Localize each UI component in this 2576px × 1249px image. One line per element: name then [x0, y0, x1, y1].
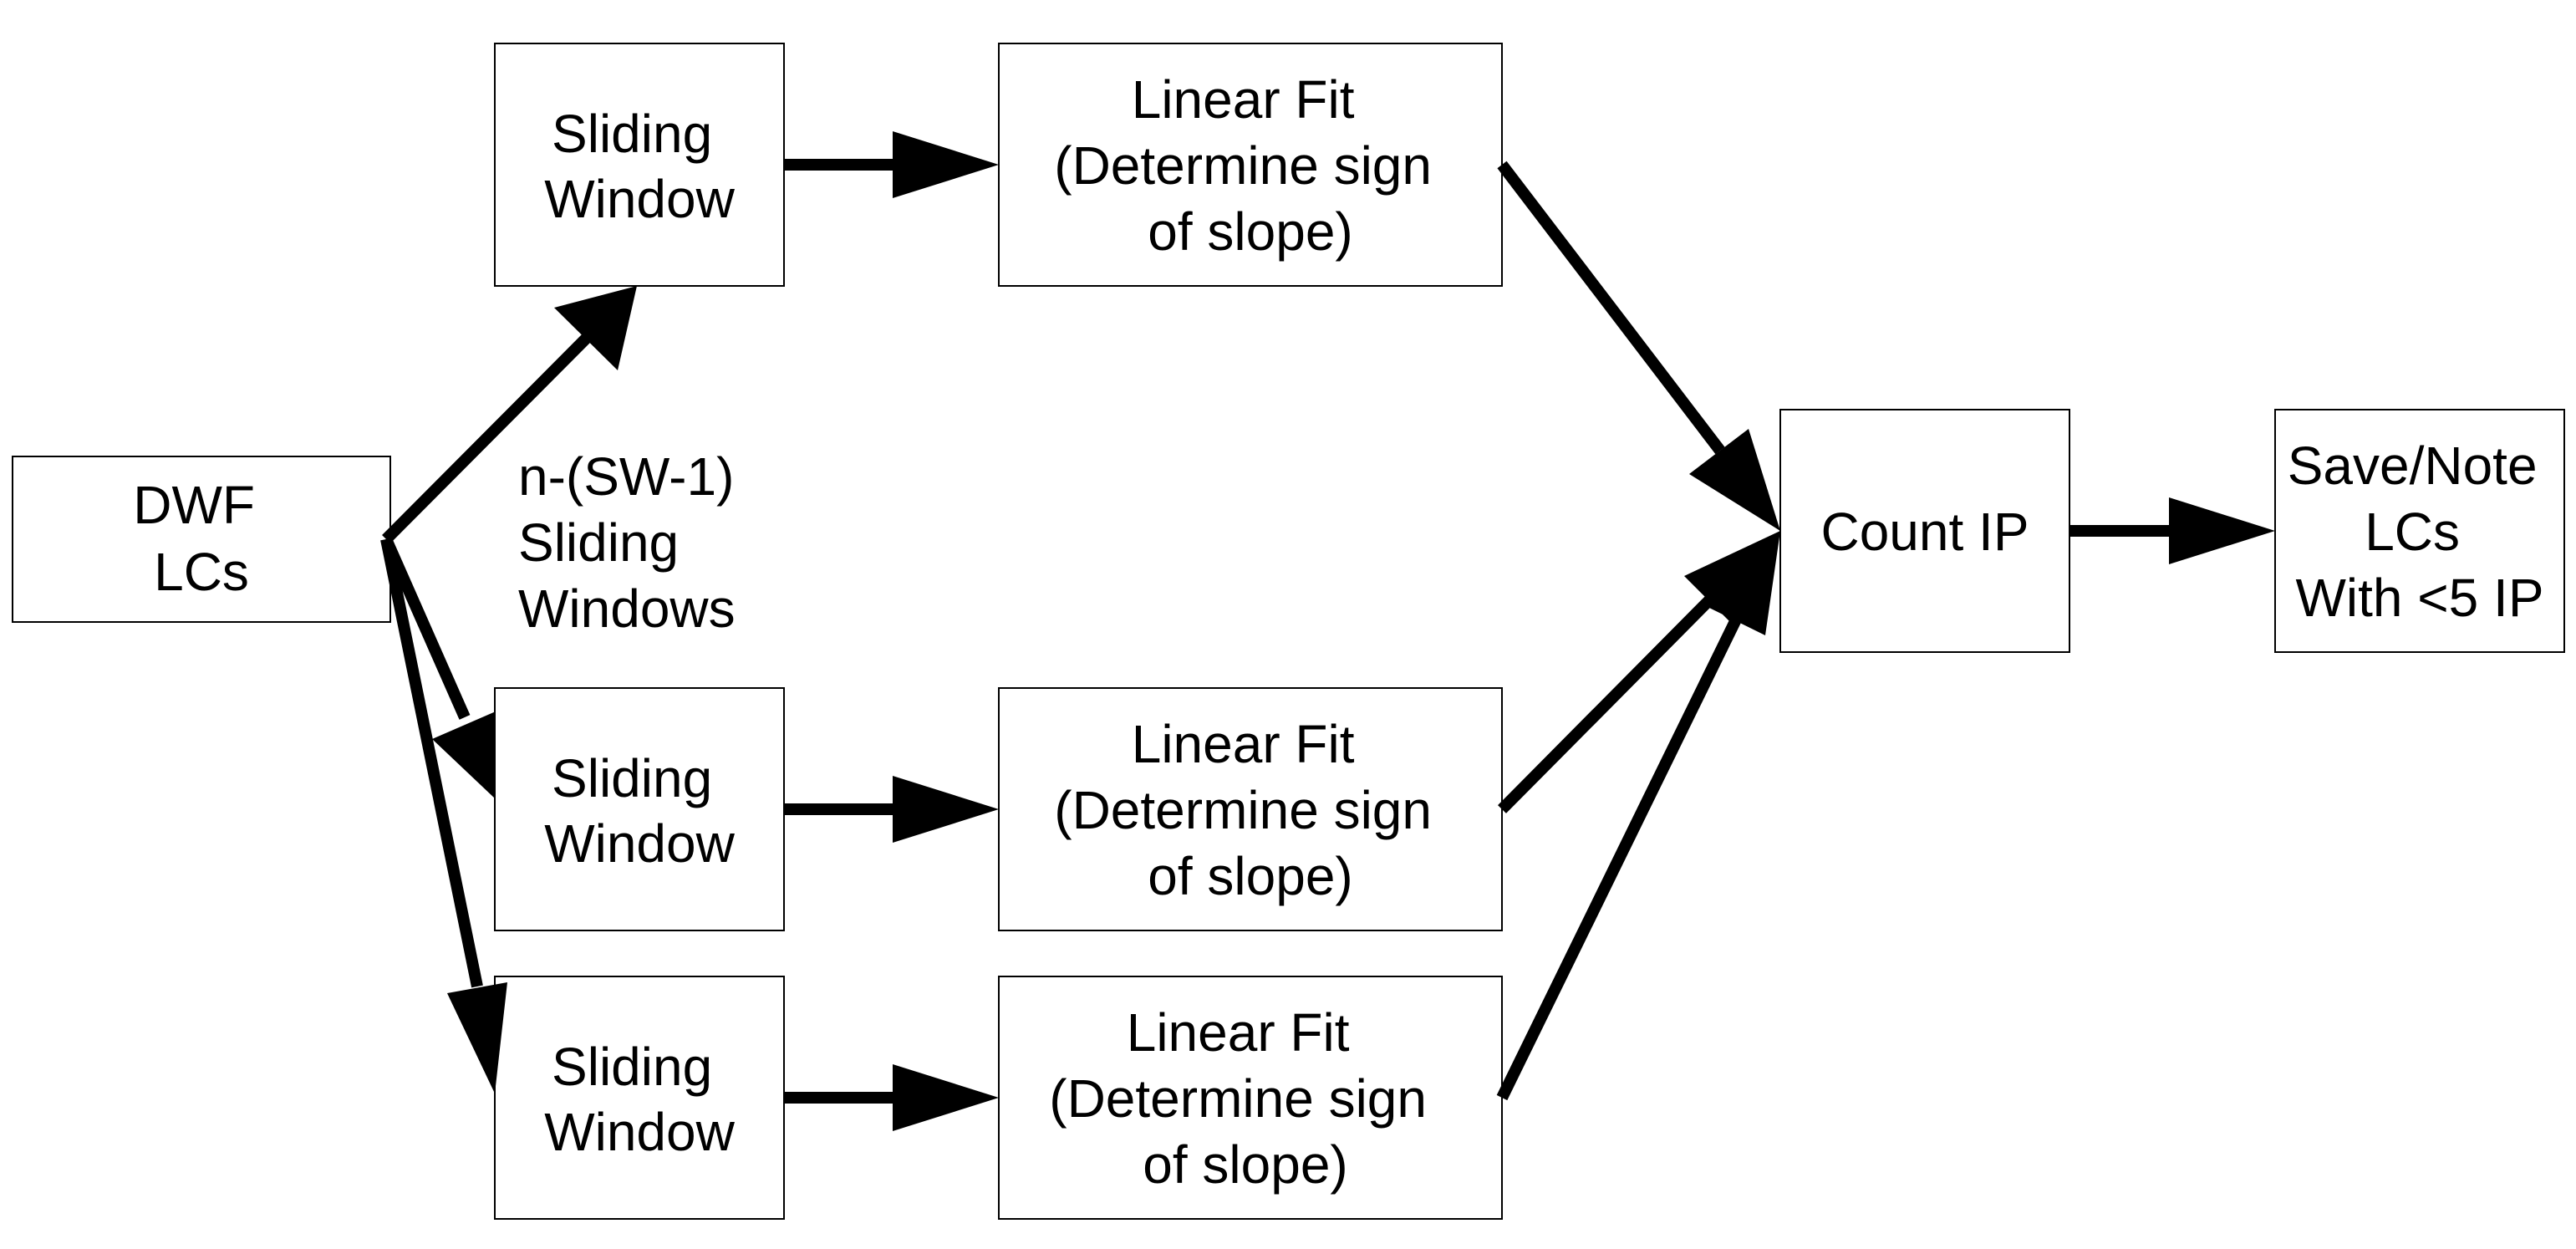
- dwf-lcs-box: [12, 456, 391, 623]
- arrow-dwf-to-sw-mid: [380, 537, 471, 720]
- linear-fit-bot-box: [998, 976, 1503, 1220]
- arrow-dwf-to-sw-top-head: [554, 286, 637, 370]
- arrow-dwf-to-sw-mid-head: [432, 711, 496, 798]
- arrow-sw-top-to-lf-top-head: [893, 131, 999, 198]
- sliding-window-mid-box: [494, 687, 785, 931]
- arrow-lf-top-to-count-head: [1689, 429, 1780, 531]
- arrow-lf-top-to-count: [1497, 161, 1725, 455]
- count-ip-label: Count IP: [1820, 502, 2029, 562]
- arrow-sw-mid-to-lf-mid-head: [893, 776, 999, 843]
- arrow-count-to-save-head: [2169, 497, 2275, 564]
- sliding-window-bot-box: [494, 976, 785, 1220]
- linear-fit-mid-box: [998, 687, 1503, 931]
- linear-fit-top-box: [998, 43, 1503, 287]
- arrow-dwf-to-sw-top: [382, 333, 592, 543]
- linear-fit-bot-label: Linear Fit (Determine sign of slope): [1049, 1002, 1442, 1195]
- arrow-sw-bot-to-lf-bot-head: [893, 1064, 999, 1131]
- arrows: [380, 131, 2275, 1131]
- arrow-dwf-to-sw-bot: [380, 538, 483, 988]
- sliding-window-bot-label: Sliding Window: [544, 1037, 735, 1162]
- arrow-lf-mid-to-count-head: [1684, 531, 1780, 626]
- sliding-window-top-label: Sliding Window: [544, 104, 735, 229]
- save-note-box: [2274, 409, 2565, 653]
- sliding-window-top-box: [494, 43, 785, 287]
- arrow-lf-bot-to-count-head: [1709, 531, 1780, 635]
- arrow-dwf-to-sw-bot-head: [447, 982, 507, 1094]
- save-note-label: Save/Note LCs With <5 IP: [2288, 436, 2553, 628]
- arrow-lf-bot-to-count: [1496, 611, 1744, 1101]
- sliding-windows-count-annotation: n-(SW-1) Sliding Windows: [518, 446, 749, 639]
- dwf-lcs-label: DWF LCs: [133, 475, 270, 602]
- linear-fit-top-label: Linear Fit (Determine sign of slope): [1054, 69, 1447, 262]
- sliding-window-mid-label: Sliding Window: [544, 748, 735, 874]
- count-ip-box: [1779, 409, 2070, 653]
- arrow-lf-mid-to-count: [1498, 596, 1713, 813]
- linear-fit-mid-label: Linear Fit (Determine sign of slope): [1054, 714, 1447, 906]
